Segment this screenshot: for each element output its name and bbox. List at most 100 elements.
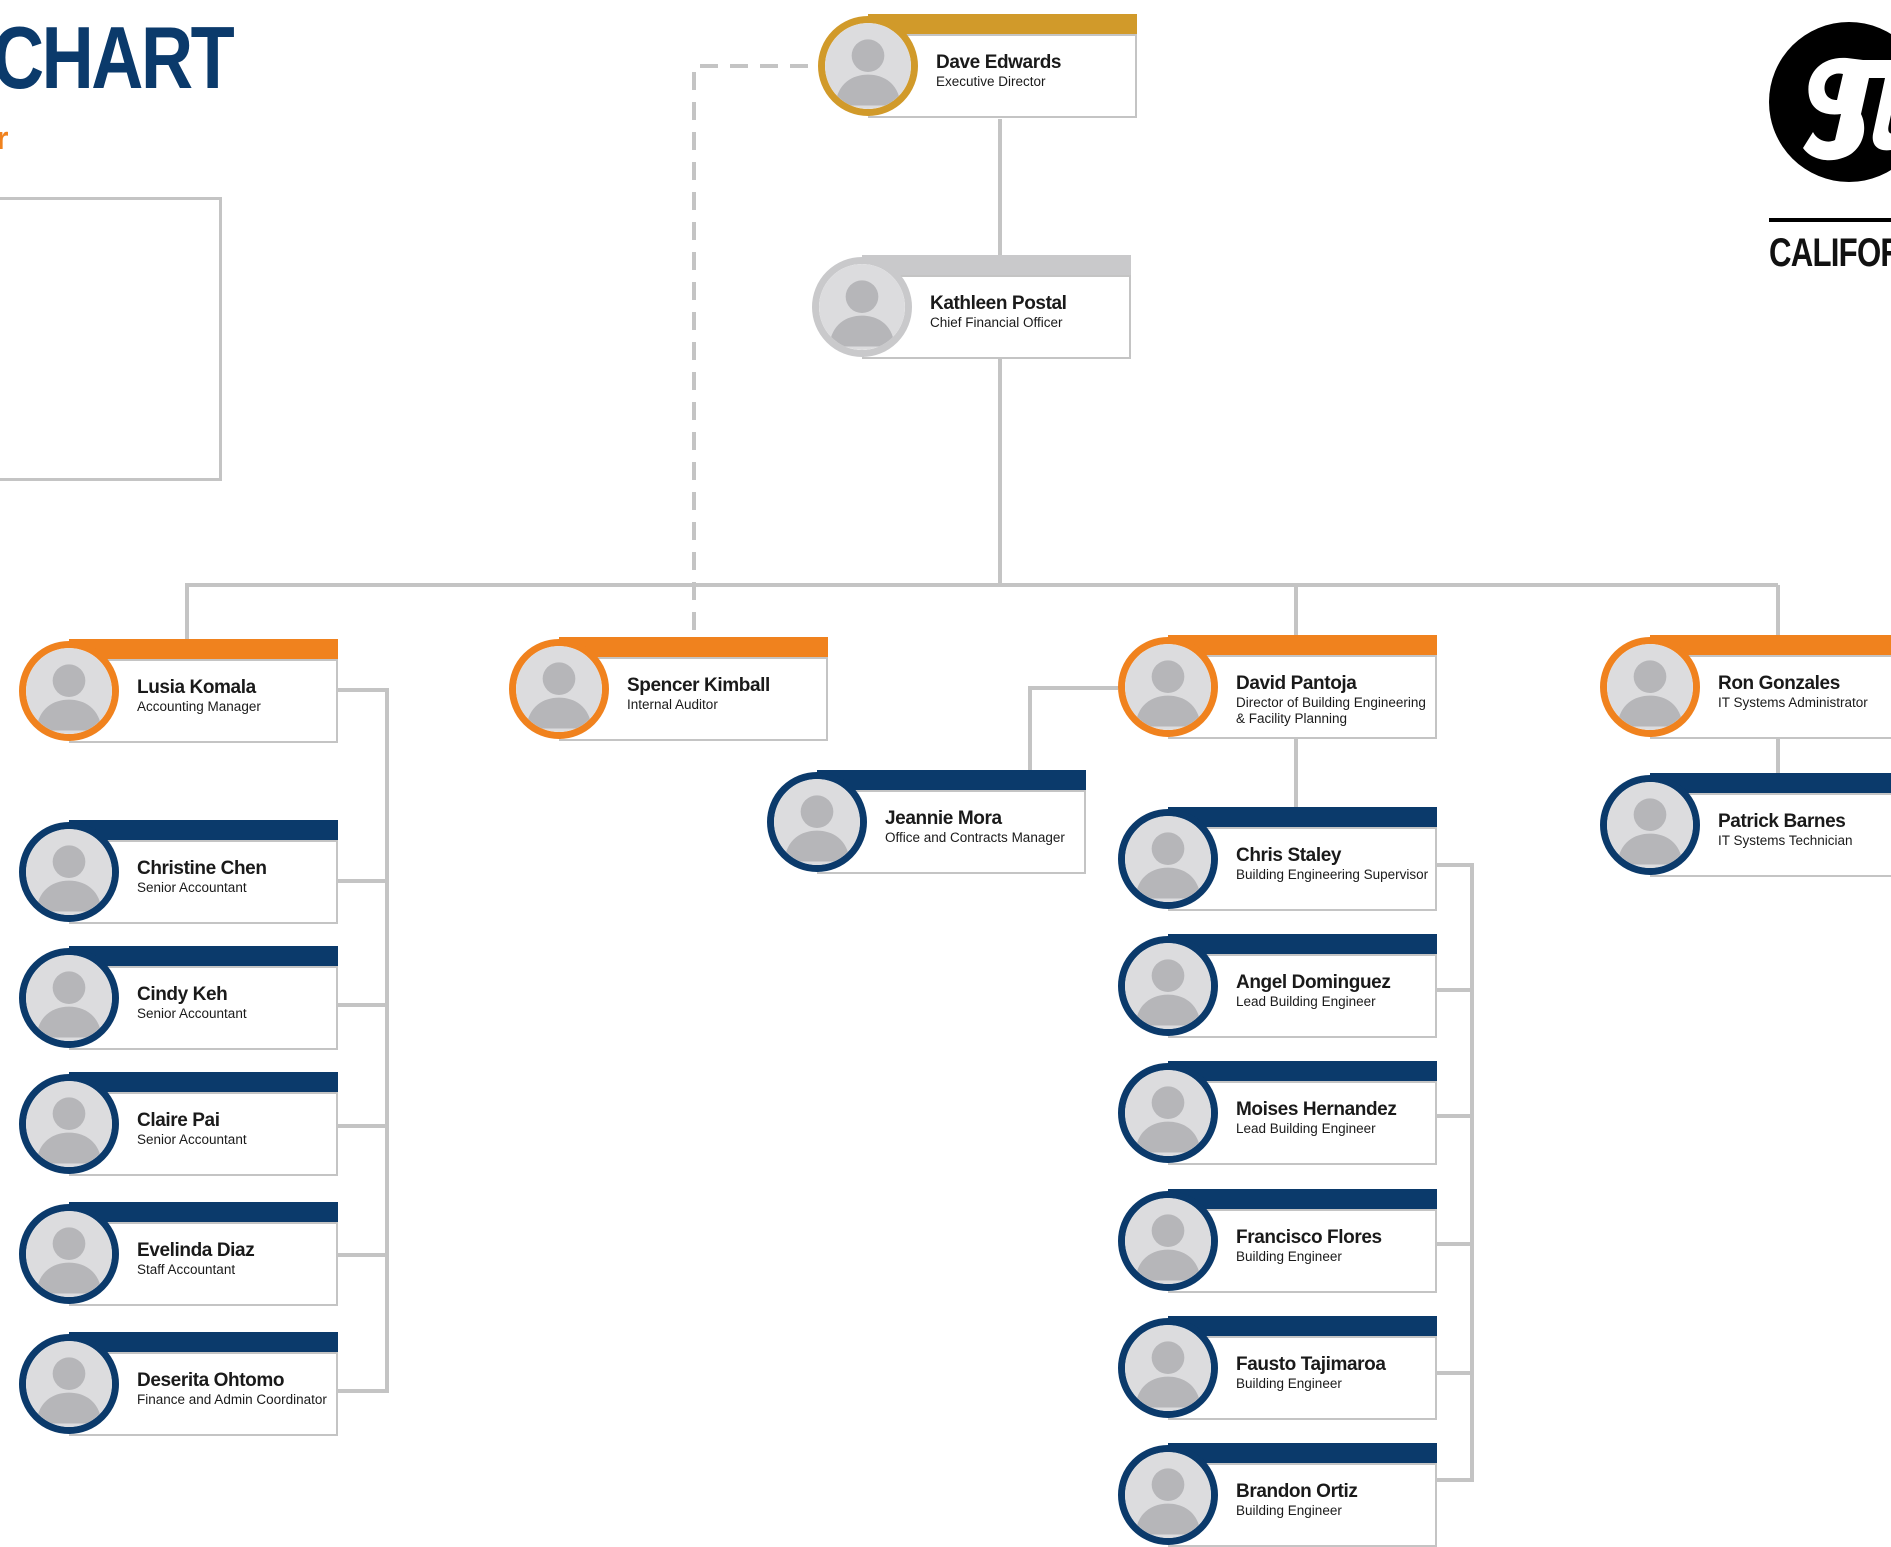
- person-name: Fausto Tajimaroa: [1236, 1354, 1386, 1375]
- person-name: Lusia Komala: [137, 677, 256, 698]
- person-title: Lead Building Engineer: [1236, 994, 1376, 1009]
- person-name: Angel Dominguez: [1236, 972, 1391, 993]
- avatar-placeholder-icon: [19, 1074, 119, 1174]
- person-name: Patrick Barnes: [1718, 811, 1846, 832]
- person-title: Senior Accountant: [137, 1132, 247, 1147]
- connector-dotted-dave-spencer: [692, 64, 808, 630]
- person-name: Christine Chen: [137, 858, 267, 879]
- avatar-placeholder-icon: [1118, 1191, 1218, 1291]
- person-name: Chris Staley: [1236, 845, 1342, 866]
- person-title: Office and Contracts Manager: [885, 830, 1065, 845]
- avatar-placeholder-icon: [767, 772, 867, 872]
- person-title: Senior Accountant: [137, 1006, 247, 1021]
- chart-subtitle: r: [0, 120, 9, 156]
- person-name: Ron Gonzales: [1718, 673, 1840, 694]
- person-title: Senior Accountant: [137, 880, 247, 895]
- avatar-placeholder-icon: [19, 641, 119, 741]
- avatar-placeholder-icon: [1118, 809, 1218, 909]
- person-name: Francisco Flores: [1236, 1227, 1382, 1248]
- person-name: Cindy Keh: [137, 984, 228, 1005]
- avatar-placeholder-icon: [509, 639, 609, 739]
- avatar-placeholder-icon: [19, 1204, 119, 1304]
- person-name: Deserita Ohtomo: [137, 1370, 285, 1391]
- avatar-placeholder-icon: [19, 1334, 119, 1434]
- person-name: Brandon Ortiz: [1236, 1481, 1358, 1502]
- person-name: Kathleen Postal: [930, 293, 1067, 314]
- person-name: Jeannie Mora: [885, 808, 1002, 829]
- person-name: Evelinda Diaz: [137, 1240, 255, 1261]
- avatar-placeholder-icon: [19, 948, 119, 1048]
- avatar-placeholder-icon: [812, 257, 912, 357]
- person-title: Finance and Admin Coordinator: [137, 1392, 327, 1407]
- person-title: Director of Building Engineering & Facil…: [1236, 695, 1426, 726]
- person-title: Lead Building Engineer: [1236, 1121, 1376, 1136]
- avatar-placeholder-icon: [1118, 1063, 1218, 1163]
- logo-wordmark: CALIFOR: [1769, 231, 1891, 275]
- person-title: IT Systems Technician: [1718, 833, 1853, 848]
- avatar-placeholder-icon: [1118, 637, 1218, 737]
- person-title: Building Engineer: [1236, 1503, 1342, 1518]
- logo-emblem-icon: [1769, 22, 1891, 182]
- person-title: Executive Director: [936, 74, 1046, 89]
- person-name: Spencer Kimball: [627, 675, 770, 696]
- avatar-placeholder-icon: [1118, 1318, 1218, 1418]
- person-name: David Pantoja: [1236, 673, 1357, 694]
- person-name: Claire Pai: [137, 1110, 220, 1131]
- avatar-placeholder-icon: [1600, 637, 1700, 737]
- person-title: Chief Financial Officer: [930, 315, 1063, 330]
- person-name: Dave Edwards: [936, 52, 1062, 73]
- logo-rule: [1769, 218, 1891, 222]
- organization-logo: CALIFOR: [1769, 22, 1891, 282]
- person-title: Building Engineer: [1236, 1249, 1342, 1264]
- avatar-placeholder-icon: [1118, 936, 1218, 1036]
- legend-box: [0, 197, 222, 481]
- person-title: Building Engineer: [1236, 1376, 1342, 1391]
- person-title: Staff Accountant: [137, 1262, 236, 1277]
- person-title: IT Systems Administrator: [1718, 695, 1868, 710]
- person-title: Accounting Manager: [137, 699, 261, 714]
- person-name: Moises Hernandez: [1236, 1099, 1397, 1120]
- avatar-placeholder-icon: [1600, 775, 1700, 875]
- avatar-placeholder-icon: [1118, 1445, 1218, 1545]
- person-title: Internal Auditor: [627, 697, 718, 712]
